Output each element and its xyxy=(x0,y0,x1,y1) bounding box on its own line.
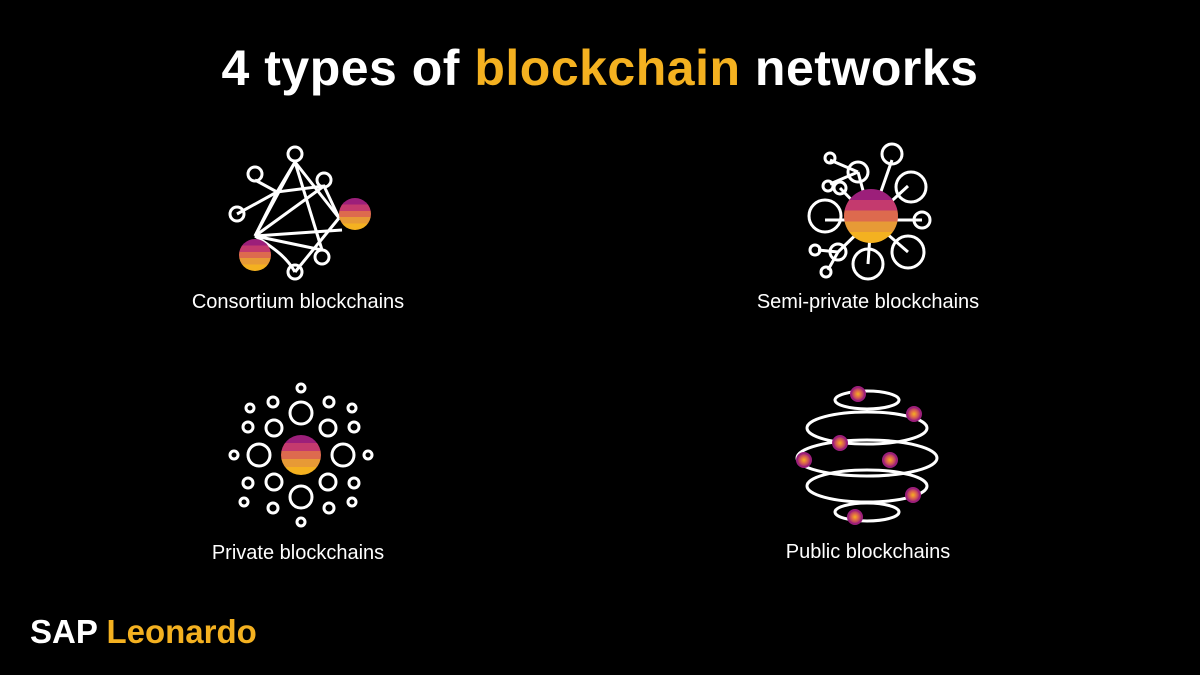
title-suffix: networks xyxy=(740,40,979,96)
title-highlight: blockchain xyxy=(474,40,741,96)
card-label-consortium: Consortium blockchains xyxy=(191,291,405,313)
brand-logo: SAP Leonardo xyxy=(30,612,257,652)
title-prefix: 4 types of xyxy=(221,40,475,96)
public-network-icon xyxy=(790,380,950,530)
card-label-public: Public blockchains xyxy=(785,541,951,563)
page-title: 4 types of blockchain networks xyxy=(0,38,1200,98)
brand-name: SAP xyxy=(30,613,98,650)
private-network-icon xyxy=(226,380,376,530)
consortium-network-icon xyxy=(222,140,382,285)
card-label-private: Private blockchains xyxy=(211,542,385,564)
brand-product: Leonardo xyxy=(106,613,257,650)
card-label-semi-private: Semi-private blockchains xyxy=(756,291,980,313)
semi-private-network-icon xyxy=(800,142,940,284)
